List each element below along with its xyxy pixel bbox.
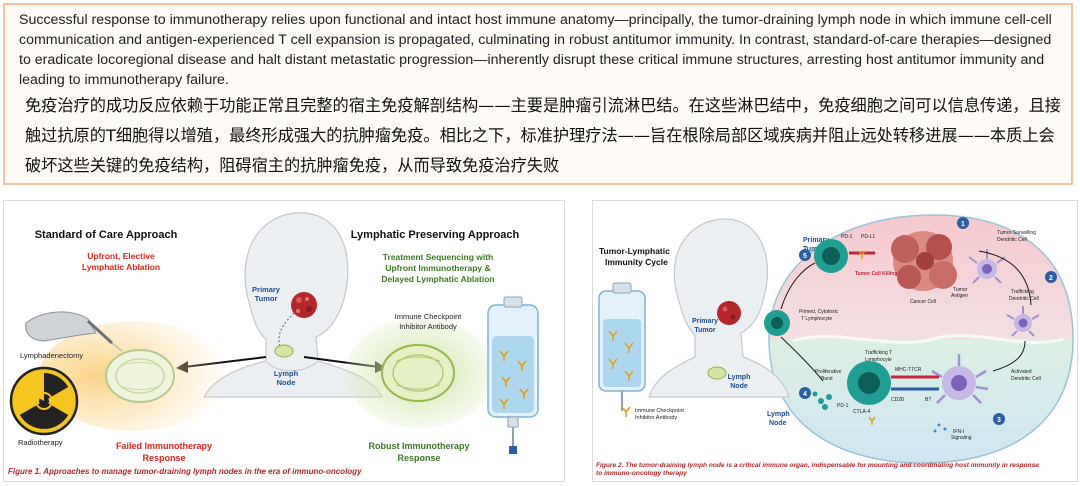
activated-dc-label-1: Activated (1011, 369, 1032, 375)
cytotoxic-t-cell-icon (814, 239, 848, 273)
ifn-label-1: IFN-I (953, 429, 964, 435)
activated-dendritic-cell (931, 354, 989, 404)
figure-1-panel: Standard of Care Approach Upfront, Elect… (3, 200, 565, 482)
tumor-antigen-label-2: Antigen (951, 293, 968, 299)
figure-2-illustration: Tumor-Lymphatic Immunity Cycle Primary T… (598, 214, 1074, 464)
upfront-elective-label: Upfront, Elective (87, 251, 155, 261)
primary-tumor-label-1: Primary (692, 318, 718, 325)
inhibitor-label-1: Immune Checkpoint (395, 312, 463, 321)
primed-t-label-1: Primed, Cytotoxic (799, 309, 839, 315)
b7-label: B7 (925, 397, 931, 403)
trafficking-t-cell-icon (847, 361, 891, 405)
surveilling-label-1: Tumor-Surveilling (997, 230, 1036, 236)
primary-tumor-icon (717, 301, 741, 325)
oval-primary-label-1: Primary (803, 237, 829, 244)
pdl1-label: PD-L1 (861, 234, 875, 240)
antibody-legend-icon (621, 406, 631, 417)
inhibitor-label-2: Inhibitor Antibody (635, 415, 677, 421)
pd1-top-label: PD-1 (841, 234, 853, 240)
figure-2-caption-2: to immuno-oncology therapy (596, 470, 687, 477)
mhc-tcr-label: MHC-TTCR (895, 367, 922, 373)
tumor-antigen-label-1: Tumor (953, 287, 968, 293)
robust-response-label-1: Robust Immunotherapy (368, 441, 469, 451)
activated-dc-label-2: Dendritic Cell (1011, 376, 1041, 382)
antibody-glyphs (499, 350, 529, 409)
oval-primary-label-2: Tumor (803, 246, 825, 253)
center-node-label-2: Node (277, 378, 296, 387)
radiation-icon (9, 366, 79, 436)
lymphadenectomy-label: Lymphadenectomy (20, 351, 83, 360)
surveilling-label-2: Dendritic Cell (997, 237, 1027, 243)
center-lymph-label-1: Lymph (274, 369, 299, 378)
node-label-2: Node (730, 383, 748, 390)
lymphatic-preserving-heading: Lymphatic Preserving Approach (351, 229, 520, 241)
svg-text:2: 2 (1049, 275, 1053, 282)
inhibitor-label-2: Inhibitor Antibody (399, 322, 457, 331)
primary-tumor-icon (291, 292, 317, 318)
primary-tumor-label-2: Tumor (255, 294, 278, 303)
treatment-sequencing-label-1: Treatment Sequencing with (383, 252, 494, 262)
figure-1-caption: Figure 1. Approaches to manage tumor-dra… (8, 467, 362, 476)
cancer-cell-label: Cancer Cell (910, 299, 936, 305)
intro-english-paragraph: Successful response to immunotherapy rel… (19, 12, 1052, 88)
failed-response-label-1: Failed Immunotherapy (116, 441, 212, 451)
primed-t-label-2: T Lymphocyte (801, 316, 832, 322)
figure-2-caption-1: Figure 2. The tumor-draining lymph node … (596, 462, 1039, 469)
cancer-cell-cluster (891, 231, 957, 291)
treatment-sequencing-label-2: Upfront Immunotherapy & (385, 263, 490, 273)
primary-tumor-label-1: Primary (252, 285, 281, 294)
intro-chinese-paragraph: 免疫治疗的成功反应依赖于功能正常且完整的宿主免疫解剖结构——主要是肿瘤引流淋巴结… (25, 96, 1061, 175)
lymphatic-ablation-label: Lymphatic Ablation (82, 262, 160, 272)
trafficking-dc-label-2: Dendritic Cell (1009, 296, 1039, 302)
step-3-badge: 3 (993, 413, 1005, 425)
antibody-glyphs (858, 250, 876, 425)
step-1-badge: 1 (957, 217, 969, 229)
center-lymph-node-icon (274, 344, 294, 358)
lymph-label-1: Lymph (728, 374, 751, 381)
ifn-dots (933, 423, 947, 433)
step-5-badge: 5 (799, 249, 811, 261)
oval-lymph-label-1: Lymph (767, 411, 790, 418)
pd1-lower-label: PD-1 (837, 403, 849, 409)
tumor-killing-label: Tumor Cell Killing (855, 271, 897, 277)
tumor-surveilling-dendritic-cell (968, 249, 1006, 284)
inhibitor-label-1: Immune Checkpoint (635, 408, 684, 414)
cd28-label: CD28 (891, 397, 904, 403)
svg-text:1: 1 (961, 221, 965, 228)
trafficking-dc-label-1: Trafficking (1011, 289, 1034, 295)
proliferative-burst-icon (812, 391, 832, 410)
svg-text:5: 5 (803, 253, 807, 260)
cycle-title-2: Immunity Cycle (605, 257, 668, 267)
proliferative-label-1: Proliferative (815, 369, 842, 375)
right-lymph-node-icon (381, 344, 455, 402)
step-2-badge: 2 (1045, 271, 1057, 283)
ctla4-label: CTLA-4 (853, 409, 870, 415)
proliferative-label-2: Burst (821, 376, 833, 382)
ifn-label-2: Signaling (951, 435, 972, 441)
robust-response-label-2: Response (397, 453, 440, 463)
svg-text:3: 3 (997, 417, 1001, 424)
intro-text-box: Successful response to immunotherapy rel… (3, 3, 1073, 185)
radiotherapy-label: Radiotherapy (18, 438, 63, 447)
primed-t-cell-icon (764, 310, 790, 336)
treatment-sequencing-label-3: Delayed Lymphatic Ablation (381, 274, 494, 284)
scalpel-hand-icon (25, 311, 123, 352)
left-lymph-node-icon (105, 349, 175, 403)
svg-text:4: 4 (803, 391, 807, 398)
step-4-badge: 4 (799, 387, 811, 399)
iv-bag-icon (598, 282, 646, 411)
cycle-title-1: Tumor-Lymphatic (599, 246, 670, 256)
trafficking-t-label-2: Lymphocyte (865, 357, 892, 363)
primary-tumor-label-2: Tumor (694, 327, 716, 334)
iv-bag-icon (487, 296, 539, 454)
lymph-node-icon (707, 366, 727, 380)
trafficking-t-label-1: Trafficking T (865, 350, 892, 356)
figure-1-illustration: Standard of Care Approach Upfront, Elect… (9, 212, 539, 463)
failed-response-label-2: Response (142, 453, 185, 463)
trafficking-dendritic-cell (1006, 306, 1040, 337)
cycle-arrows (780, 250, 1032, 382)
figure-2-panel: Tumor-Lymphatic Immunity Cycle Primary T… (592, 200, 1078, 482)
standard-care-heading: Standard of Care Approach (35, 229, 178, 241)
oval-node-label-2: Node (769, 420, 787, 427)
